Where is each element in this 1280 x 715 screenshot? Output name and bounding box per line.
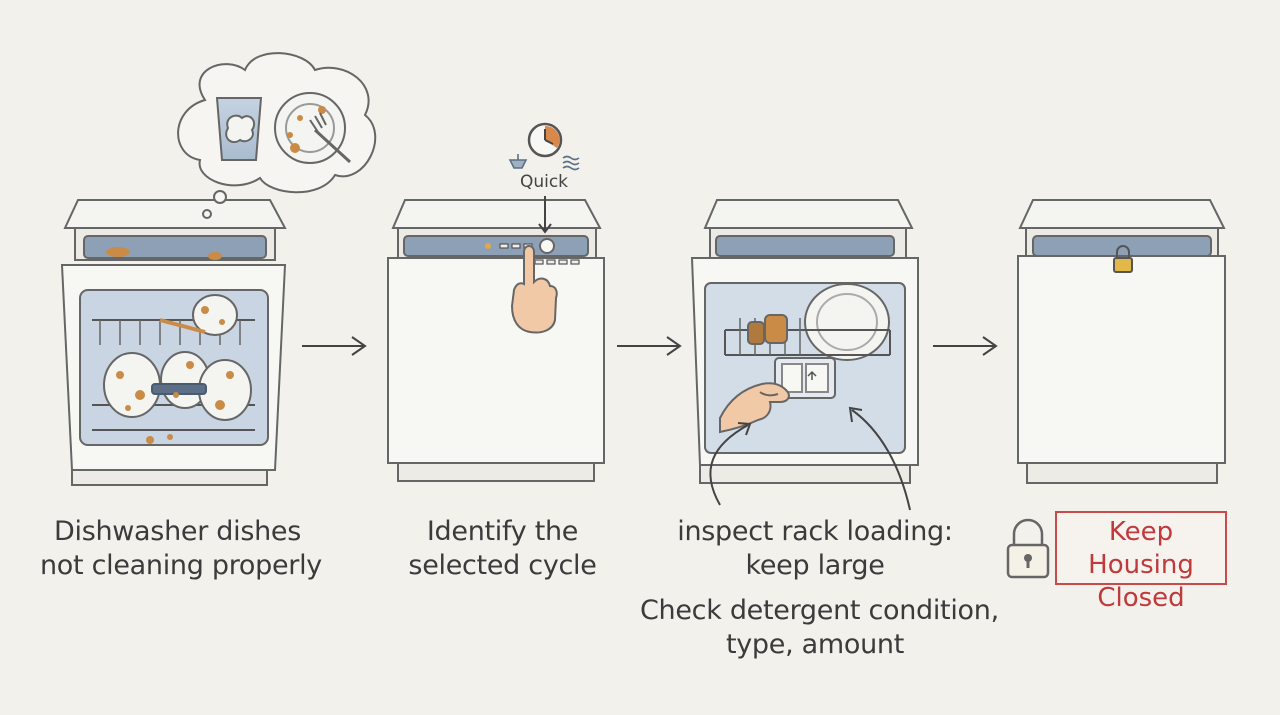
- arrow-right-icon: [617, 336, 682, 356]
- step-caption-dirty-dishes: Dishwasher dishes not cleaning properly: [40, 515, 322, 583]
- plate-fork-icon: [274, 92, 352, 164]
- step-caption-inspect-rack: inspect rack loading: keep large: [640, 515, 990, 583]
- dishwasher-open-dirty: [60, 199, 287, 486]
- fork-icon: [508, 154, 528, 169]
- warning-line: Keep Housing: [1088, 517, 1194, 580]
- cycle-label: Quick: [519, 172, 569, 192]
- hand-icon: [719, 382, 790, 434]
- step-caption-detergent: Check detergent condition, type, amount: [640, 594, 999, 662]
- dishwasher-closed-panel: [387, 199, 605, 482]
- wave-icon: [562, 155, 580, 171]
- clock-icon: [527, 122, 563, 158]
- warning-line: Closed: [1097, 583, 1185, 613]
- dishwasher-open-rack: [690, 199, 919, 484]
- step-caption-identify-cycle: Identify the selected cycle: [390, 515, 615, 583]
- caption-line: keep large: [745, 550, 885, 581]
- glass-icon: [215, 97, 263, 161]
- arrow-right-icon: [302, 336, 367, 356]
- caption-line: type, amount: [725, 629, 905, 660]
- caption-line: inspect rack loading:: [677, 516, 953, 547]
- hand-icon: [510, 245, 558, 334]
- keep-closed-warning: Keep Housing Closed: [1055, 511, 1227, 613]
- caption-line: not cleaning properly: [40, 550, 322, 581]
- cycle-pointer-arrow: [538, 196, 552, 234]
- lock-icon: [1113, 245, 1133, 273]
- arrow-right-icon: [933, 336, 998, 356]
- caption-line: Check detergent condition,: [640, 595, 999, 626]
- caption-line: Dishwasher dishes: [54, 516, 301, 547]
- caption-line: selected cycle: [408, 550, 597, 581]
- dishwasher-closed-locked: [1017, 199, 1226, 484]
- caption-line: Identify the: [426, 516, 579, 547]
- pointer-arrows: [709, 406, 911, 511]
- lock-icon: [1006, 518, 1050, 579]
